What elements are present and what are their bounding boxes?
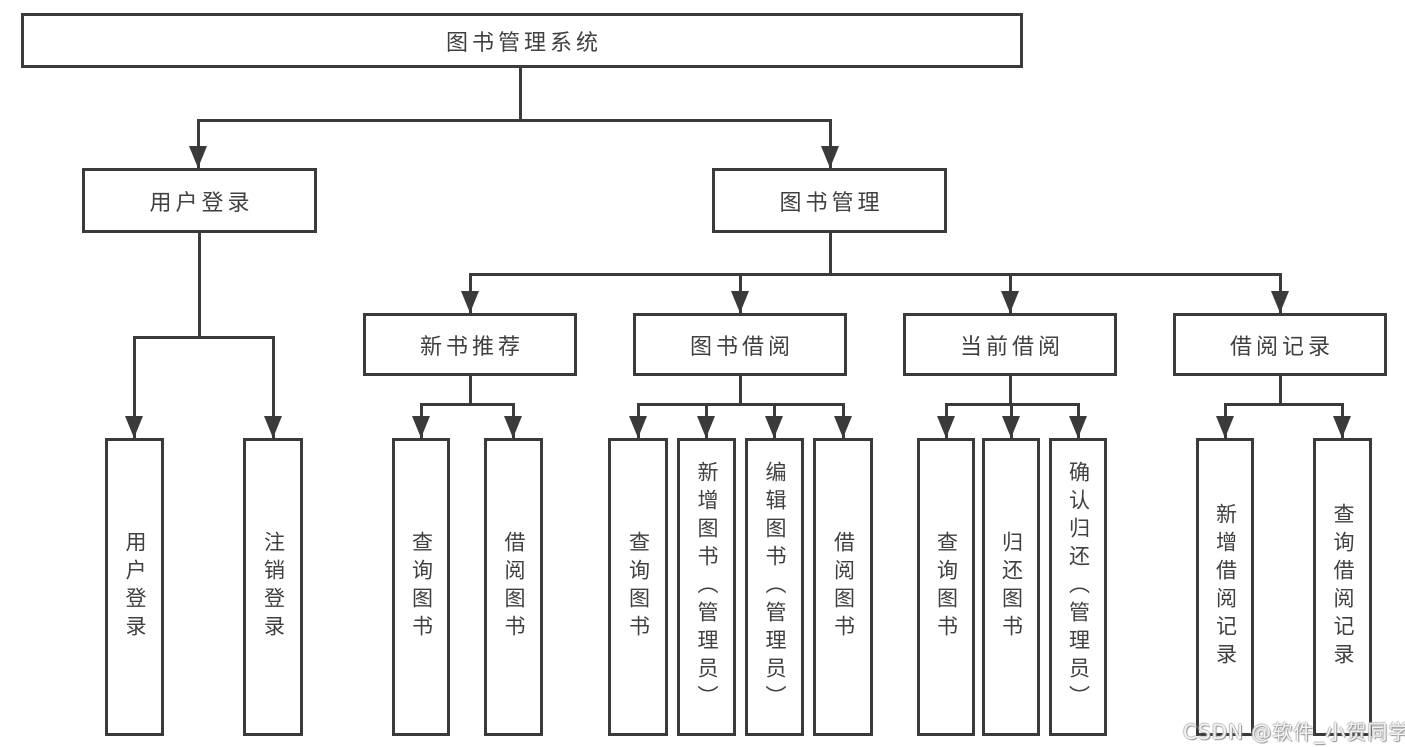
arrowhead-icon — [1216, 416, 1234, 438]
node-label: 编辑图书（管理员） — [763, 461, 787, 713]
arrowhead-icon — [189, 146, 207, 168]
node-label: 借阅图书 — [831, 531, 856, 643]
connector-user-login-hline — [133, 336, 274, 339]
node-label: 借阅图书 — [502, 531, 526, 643]
connector-book-borrow-hline — [637, 403, 844, 406]
connector-drop-leaf-user-login — [133, 336, 136, 438]
leaf-return-books: 归还图书 — [982, 438, 1040, 736]
arrowhead-icon — [697, 416, 715, 438]
arrowhead-icon — [125, 416, 143, 438]
arrowhead-icon — [412, 416, 430, 438]
connector-borrow-records-stub — [1279, 376, 1282, 403]
node-label: 归还图书 — [999, 531, 1024, 643]
leaf-confirm-return-admin: 确认归还（管理员） — [1049, 438, 1107, 736]
leaf-borrow-books: 借阅图书 — [813, 438, 873, 736]
arrowhead-icon — [1271, 291, 1289, 313]
arrowhead-icon — [461, 291, 479, 313]
arrowhead-icon — [731, 291, 749, 313]
arrowhead-icon — [264, 416, 282, 438]
arrowhead-icon — [504, 416, 522, 438]
connector-book-borrow-stub — [739, 376, 742, 403]
connector-level2-hline — [469, 273, 1281, 276]
leaf-add-books-admin: 新增图书（管理员） — [677, 438, 736, 736]
node-label: 确认归还（管理员） — [1066, 461, 1091, 713]
connector-current-borrow-stub — [1009, 376, 1012, 403]
node-current-borrow: 当前借阅 — [903, 313, 1117, 376]
leaf-query-borrow-record: 查询借阅记录 — [1313, 438, 1372, 736]
leaf-add-borrow-record: 新增借阅记录 — [1196, 438, 1254, 736]
node-label: 查询图书 — [409, 531, 434, 643]
node-borrow-records: 借阅记录 — [1173, 313, 1387, 376]
arrowhead-icon — [765, 416, 783, 438]
node-book-borrow: 图书借阅 — [633, 313, 847, 376]
arrowhead-icon — [1001, 291, 1019, 313]
node-label: 图书管理系统 — [445, 30, 602, 56]
node-label: 注销登录 — [261, 531, 286, 643]
node-label: 图书借阅 — [689, 334, 794, 360]
arrowhead-icon — [1069, 416, 1087, 438]
leaf-edit-books-admin: 编辑图书（管理员） — [745, 438, 804, 736]
watermark: CSDN @软件_小贺同学 — [1183, 720, 1405, 744]
arrowhead-icon — [834, 416, 852, 438]
node-new-book-recommend: 新书推荐 — [363, 313, 577, 376]
node-label: 查询借阅记录 — [1331, 503, 1355, 671]
connector-book-management-stub — [829, 233, 832, 273]
connector-level1-hline — [197, 119, 831, 122]
arrowhead-icon — [629, 416, 647, 438]
connector-drop-leaf-logout — [272, 336, 275, 438]
node-label: 查询图书 — [934, 531, 959, 643]
connector-borrow-records-hline — [1224, 403, 1343, 406]
leaf-user-login: 用户登录 — [105, 438, 164, 736]
node-label: 新增借阅记录 — [1213, 503, 1238, 671]
node-label: 借阅记录 — [1229, 334, 1334, 360]
leaf-query-books: 查询图书 — [608, 438, 668, 736]
arrowhead-icon — [1002, 416, 1020, 438]
connector-user-login-stub — [198, 233, 201, 336]
node-label: 图书管理 — [779, 190, 884, 216]
leaf-query-books: 查询图书 — [392, 438, 450, 736]
connector-drop-book-management — [829, 119, 832, 168]
arrowhead-icon — [937, 416, 955, 438]
arrowhead-icon — [1333, 416, 1351, 438]
connector-root-stub — [519, 68, 522, 119]
node-label: 当前借阅 — [959, 334, 1064, 360]
node-book-management: 图书管理 — [712, 168, 947, 233]
arrowhead-icon — [821, 146, 839, 168]
node-label: 新增图书（管理员） — [695, 461, 719, 713]
connector-drop-user-login — [197, 119, 200, 168]
node-library-system: 图书管理系统 — [21, 13, 1023, 68]
connector-new-book-stub — [469, 376, 472, 403]
leaf-query-books: 查询图书 — [917, 438, 975, 736]
node-label: 查询图书 — [626, 531, 651, 643]
connector-new-book-hline — [420, 403, 514, 406]
leaf-borrow-books: 借阅图书 — [484, 438, 543, 736]
leaf-logout: 注销登录 — [243, 438, 303, 736]
node-user-login: 用户登录 — [82, 168, 317, 233]
node-label: 新书推荐 — [419, 334, 524, 360]
node-label: 用户登录 — [149, 190, 254, 216]
node-label: 用户登录 — [123, 531, 147, 643]
